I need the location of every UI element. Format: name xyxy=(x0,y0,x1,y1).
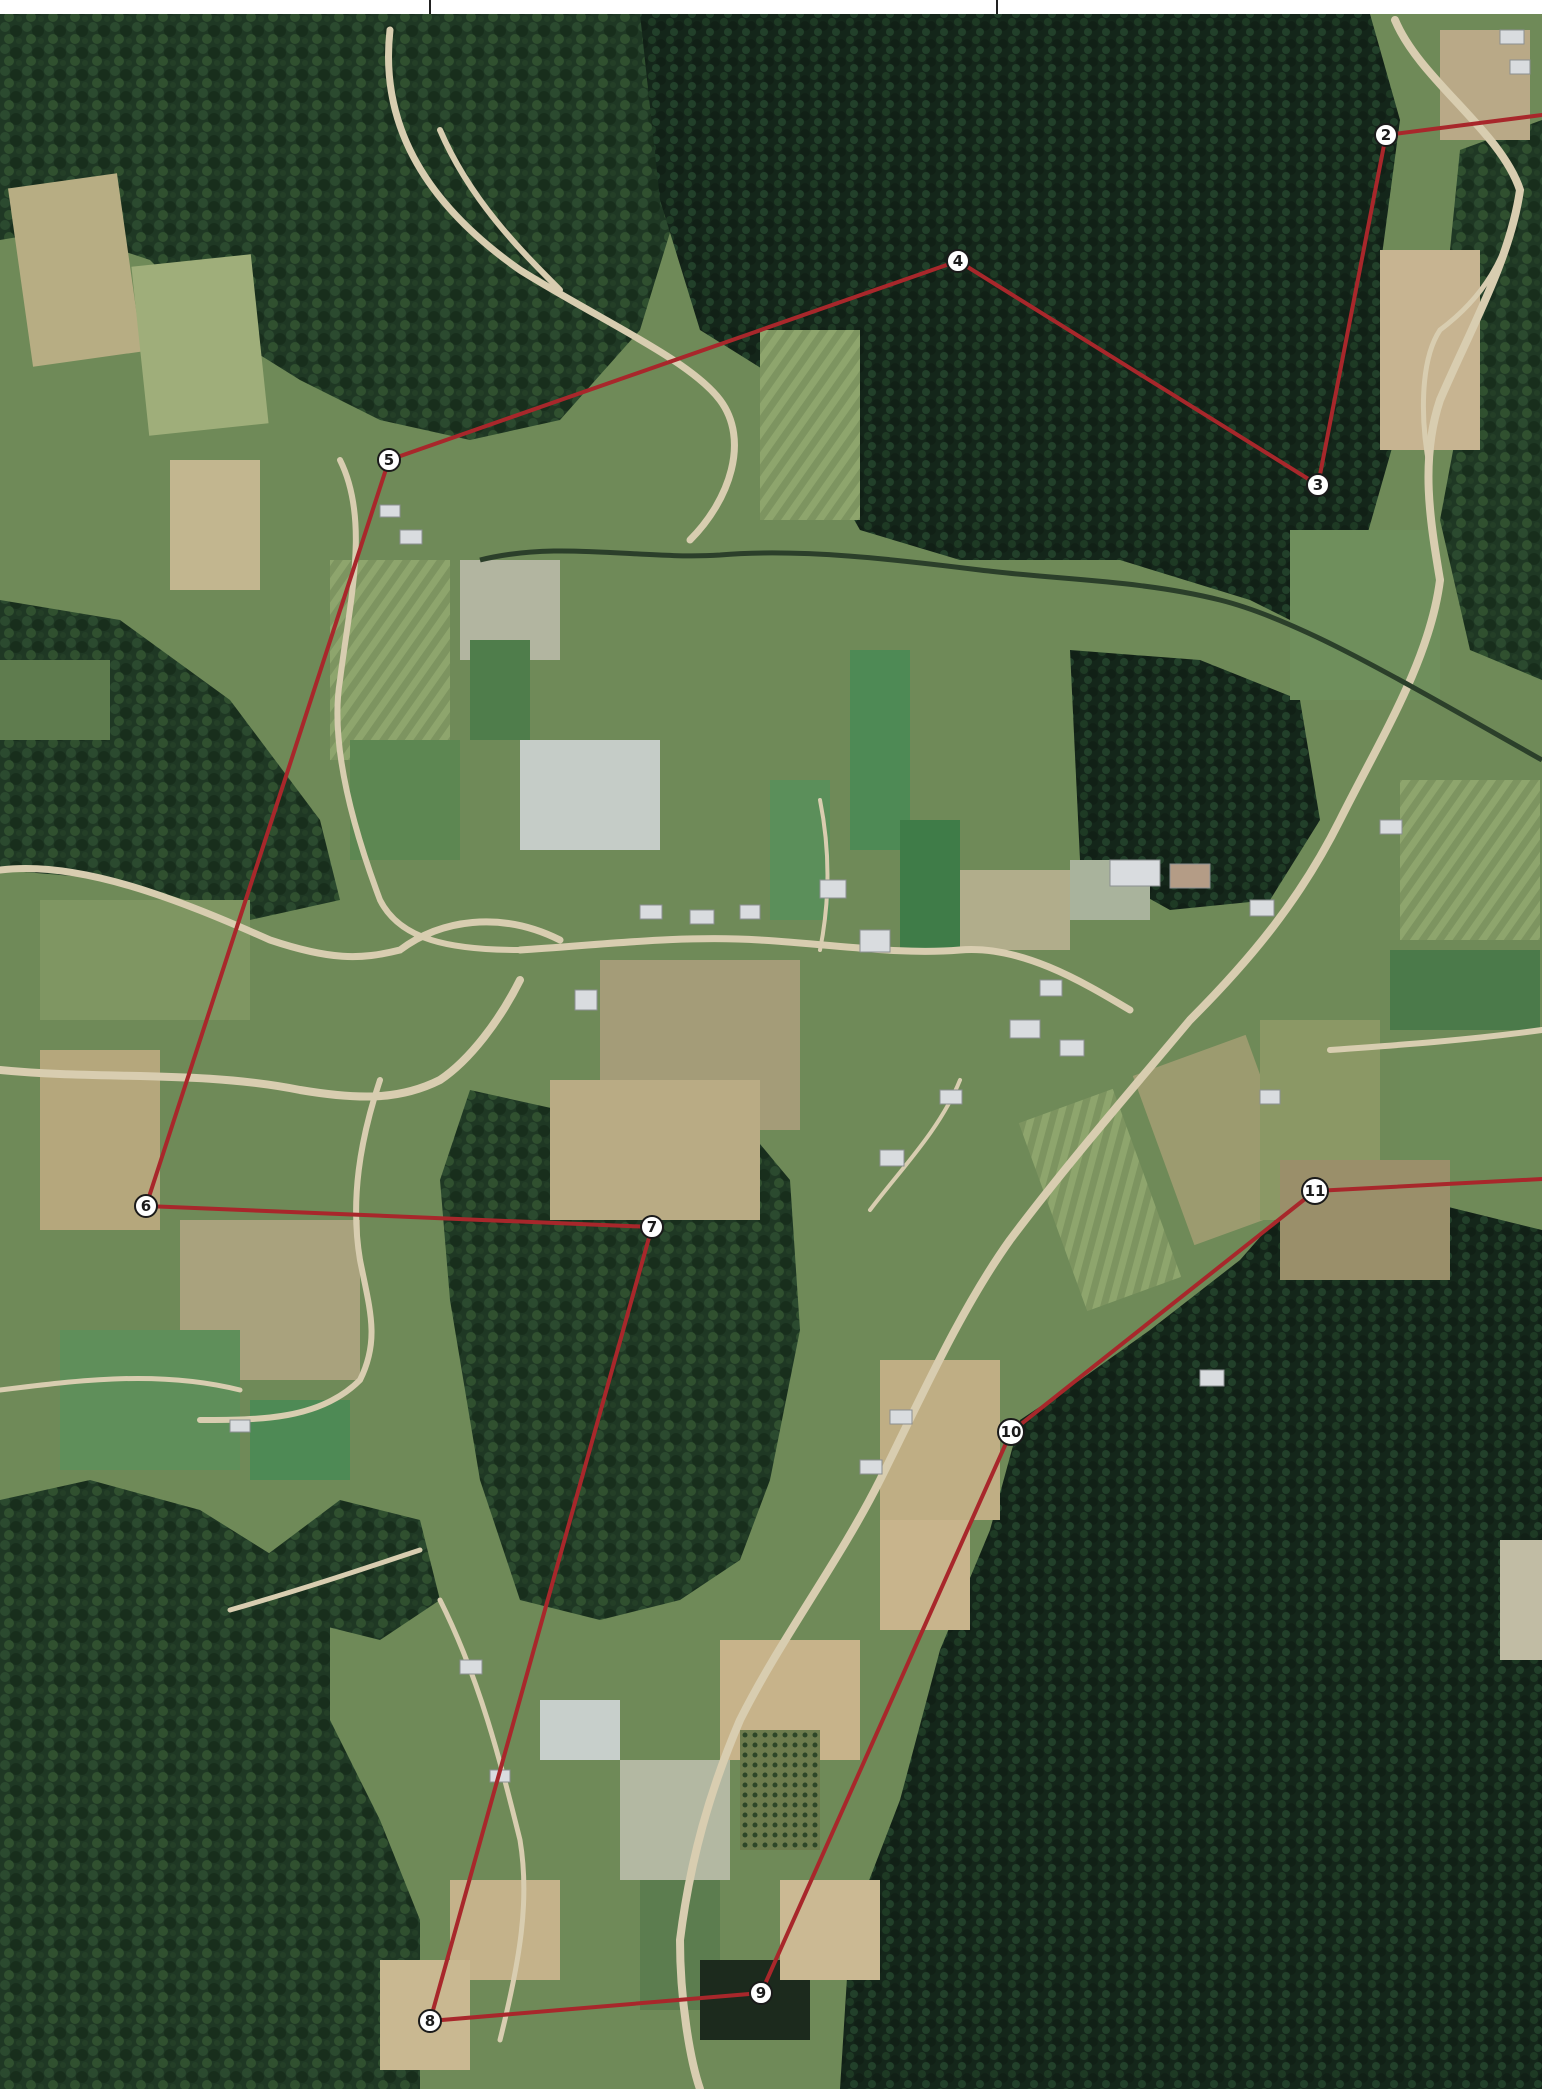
marker-label: 10 xyxy=(1001,1423,1022,1441)
forest-central-block xyxy=(1070,650,1320,910)
forest-south-east xyxy=(840,1180,1542,2089)
marker-label: 5 xyxy=(384,451,394,469)
boundary-lines xyxy=(144,113,1542,2023)
marker-label: 8 xyxy=(425,2012,435,2030)
buildings xyxy=(229,29,1531,1783)
boundary-segment-6-7 xyxy=(144,1204,654,1229)
boundary-segment-8-9 xyxy=(428,1991,763,2023)
stream xyxy=(479,548,1542,763)
marker-label: 11 xyxy=(1305,1182,1326,1200)
marker-circle xyxy=(1374,123,1398,147)
marker-label: 3 xyxy=(1313,476,1323,494)
boundary-marker-5[interactable]: 5 xyxy=(377,448,401,472)
boundary-marker-10[interactable]: 10 xyxy=(997,1418,1025,1446)
marker-circle xyxy=(377,448,401,472)
boundary-marker-7[interactable]: 7 xyxy=(640,1215,664,1239)
top-margin xyxy=(0,0,1542,14)
boundary-segment-2-3 xyxy=(1316,133,1388,487)
boundary-marker-3[interactable]: 3 xyxy=(1306,473,1330,497)
forest-north-west xyxy=(0,14,680,440)
marker-label: 6 xyxy=(141,1197,151,1215)
marker-label: 7 xyxy=(647,1218,657,1236)
marker-circle xyxy=(640,1215,664,1239)
boundary-segment-4-5 xyxy=(387,259,960,462)
marker-circle xyxy=(134,1194,158,1218)
boundary-segment-edge-1 xyxy=(1384,113,1542,137)
boundary-marker-4[interactable]: 4 xyxy=(946,249,970,273)
boundary-marker-6[interactable]: 6 xyxy=(134,1194,158,1218)
boundary-segment-edge-2 xyxy=(1313,1177,1542,1193)
boundary-segment-7-8 xyxy=(428,1225,654,2023)
boundary-segment-3-4 xyxy=(956,259,1320,487)
boundary-marker-11[interactable]: 11 xyxy=(1301,1177,1329,1205)
forest-strip-south xyxy=(260,1500,440,1640)
boundary-segment-5-6 xyxy=(144,458,391,1208)
forest-north-central xyxy=(640,14,1400,640)
boundary-segment-9-10 xyxy=(759,1430,1013,1995)
boundary-marker-2[interactable]: 2 xyxy=(1374,123,1398,147)
marker-label: 2 xyxy=(1381,126,1391,144)
marker-circle xyxy=(946,249,970,273)
marker-circle xyxy=(1306,473,1330,497)
boundary-markers: 2 3 4 5 6 7 8 9 10 11 xyxy=(134,123,1398,2033)
marker-circle xyxy=(1301,1177,1329,1205)
marker-label: 4 xyxy=(953,252,963,270)
marker-circle xyxy=(418,2009,442,2033)
forest-south-west xyxy=(0,1480,420,2089)
marker-label: 9 xyxy=(756,1984,766,2002)
marker-circle xyxy=(997,1418,1025,1446)
boundary-marker-8[interactable]: 8 xyxy=(418,2009,442,2033)
boundary-segment-10-11 xyxy=(1009,1189,1317,1434)
boundary-marker-9[interactable]: 9 xyxy=(749,1981,773,2005)
marker-circle xyxy=(749,1981,773,2005)
roads xyxy=(0,16,1542,2089)
